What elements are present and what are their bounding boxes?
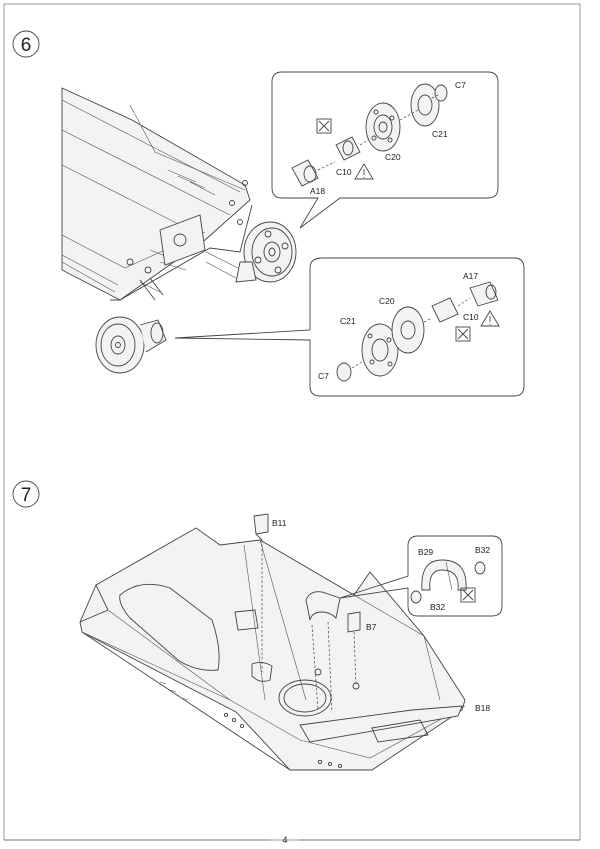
part-label-c10: C10: [336, 167, 352, 177]
page-footer: 4: [4, 835, 580, 845]
hull-side-assembly: [61, 87, 253, 301]
part-b29-installed: [305, 591, 341, 713]
step-7: 7: [12, 480, 503, 771]
part-label-c7: C7: [455, 80, 466, 90]
part-label-c20: C20: [379, 296, 395, 306]
caution-icon: [354, 163, 374, 180]
part-label-a18: A18: [310, 186, 325, 196]
step-6: 6: [12, 30, 525, 397]
step-7-badge: [12, 480, 40, 508]
drive-wheel-right: [205, 221, 297, 283]
part-label-c7: C7: [318, 371, 329, 381]
step-7-number: 7: [21, 485, 32, 506]
page-border: [3, 3, 581, 841]
part-label-b7: B7: [366, 622, 377, 632]
part-label-b18: B18: [475, 703, 490, 713]
part-label-b11: B11: [272, 518, 287, 528]
step-6-number: 6: [21, 35, 32, 56]
page-number: 4: [282, 835, 287, 845]
callout-top: C7 C21 C20 C10 A18: [271, 71, 499, 229]
part-b7: B7: [347, 611, 377, 687]
part-label-b32: B32: [430, 602, 445, 612]
callout-step-7: B29 B32 B32: [339, 535, 503, 617]
part-label-c10: C10: [463, 312, 479, 322]
part-label-a17: A17: [463, 271, 478, 281]
part-label-c21: C21: [432, 129, 448, 139]
hull-floor-assembly: [79, 527, 466, 771]
part-b11: B11: [253, 513, 287, 672]
step-6-badge: [12, 30, 40, 58]
callout-bottom: A17 C20 C21 C10 C7: [174, 257, 525, 397]
part-label-b32: B32: [475, 545, 490, 555]
caution-icon: [480, 310, 500, 327]
part-label-b29: B29: [418, 547, 433, 557]
part-label-c20: C20: [385, 152, 401, 162]
no-glue-icon: [460, 587, 476, 603]
drive-wheel-left: [95, 316, 167, 374]
no-glue-icon: [455, 326, 471, 342]
part-label-c21: C21: [340, 316, 356, 326]
no-glue-icon: [316, 118, 332, 134]
